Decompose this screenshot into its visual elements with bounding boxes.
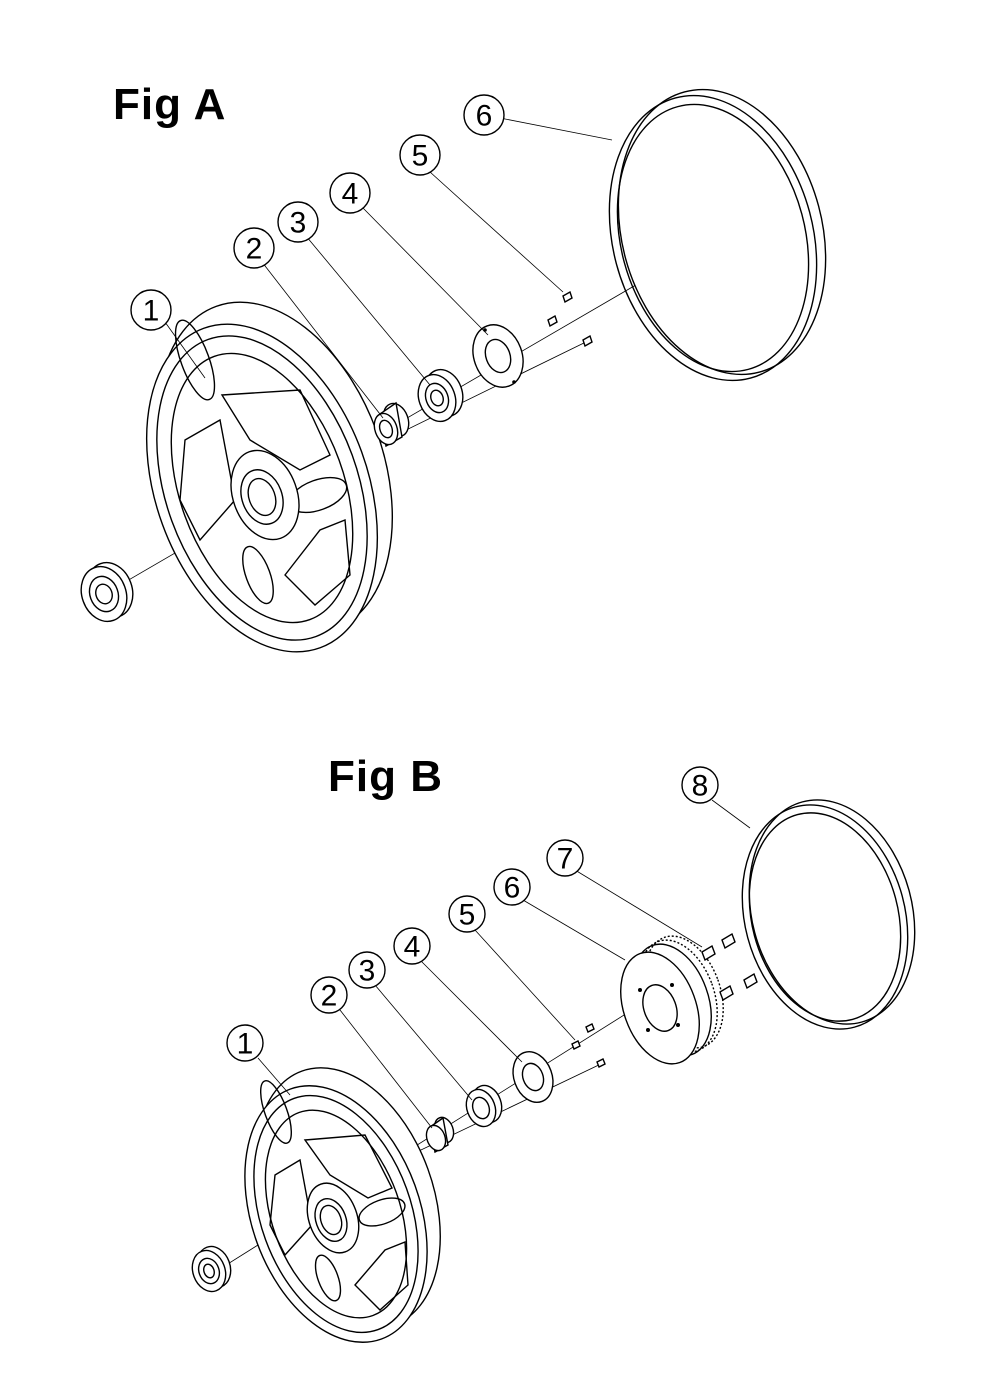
fig-b-bearing-left	[191, 1245, 232, 1293]
fig-a-bushing	[373, 401, 410, 448]
svg-text:5: 5	[412, 140, 429, 173]
svg-text:5: 5	[459, 899, 476, 932]
svg-text:1: 1	[143, 295, 160, 328]
fig-b-callout-3: 3	[348, 951, 386, 989]
svg-text:3: 3	[290, 207, 307, 240]
fig-a-wheel	[145, 301, 394, 653]
fig-b-tire	[741, 799, 916, 1030]
fig-b-callout-6: 6	[493, 868, 531, 906]
fig-a-callout-4: 4	[329, 172, 371, 214]
fig-b-callout-2: 2	[310, 976, 348, 1014]
fig-a-diagram: 1 2 3 4 5 6	[80, 88, 827, 653]
fig-a-washer-plate	[472, 324, 524, 388]
fig-b-callout-5: 5	[448, 895, 486, 933]
fig-b-bearing	[465, 1084, 503, 1128]
svg-text:1: 1	[237, 1028, 254, 1061]
fig-b-screws	[571, 1023, 606, 1068]
svg-text:8: 8	[692, 770, 709, 803]
svg-text:3: 3	[359, 955, 376, 988]
fig-a-callout-5: 5	[399, 134, 441, 176]
fig-a-bearing-left	[80, 561, 134, 623]
svg-text:2: 2	[246, 233, 263, 266]
fig-a-callout-1: 1	[130, 289, 172, 331]
svg-text:4: 4	[404, 931, 421, 964]
fig-b-callout-4: 4	[393, 927, 431, 965]
fig-b-bushing	[425, 1116, 455, 1154]
svg-text:4: 4	[342, 178, 359, 211]
fig-b-title: Fig B	[328, 752, 443, 801]
fig-b-washer-plate	[512, 1051, 554, 1103]
svg-text:2: 2	[321, 980, 338, 1013]
fig-b-wheel	[244, 1067, 441, 1343]
fig-a-tire	[608, 88, 827, 382]
svg-text:6: 6	[504, 872, 521, 905]
fig-a-callout-2: 2	[233, 227, 275, 269]
fig-b-bolts	[701, 932, 758, 1002]
fig-b-callout-7: 7	[546, 839, 584, 877]
svg-text:7: 7	[557, 843, 574, 876]
fig-a-bearing	[417, 368, 464, 423]
fig-a-screws	[547, 290, 593, 348]
fig-b-callout-1: 1	[226, 1024, 264, 1062]
fig-b-pulley-hub	[620, 935, 724, 1065]
fig-a-title: Fig A	[113, 80, 227, 129]
svg-text:6: 6	[476, 100, 493, 133]
fig-b-callout-8: 8	[681, 766, 719, 804]
fig-a-callout-6: 6	[463, 94, 505, 136]
fig-a-callout-3: 3	[277, 201, 319, 243]
fig-b-diagram: 1 2 3 4 5 6 7 8	[191, 766, 916, 1343]
